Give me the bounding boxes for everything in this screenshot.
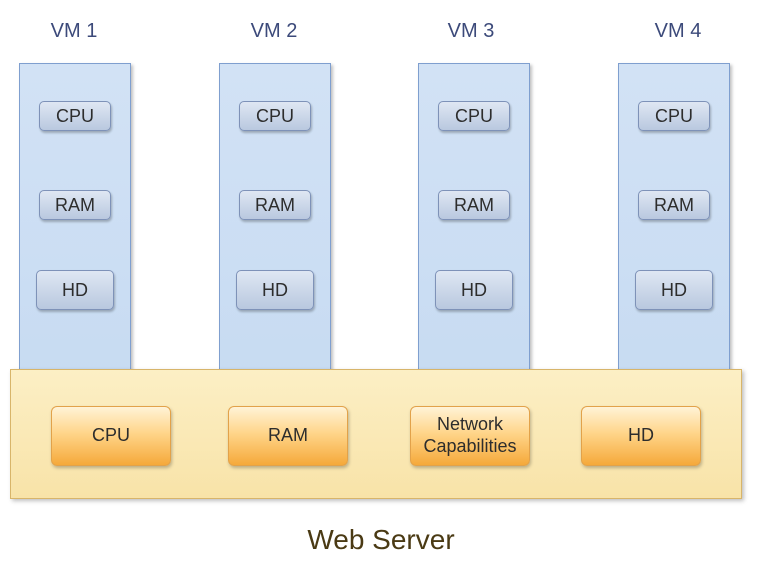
vm2-cpu-chip: CPU <box>239 101 311 131</box>
vm-column-2: CPU RAM HD <box>219 63 331 385</box>
vm3-ram-chip: RAM <box>438 190 510 220</box>
vm4-hd-chip: HD <box>635 270 713 310</box>
vm2-ram-chip: RAM <box>239 190 311 220</box>
vm1-hd-chip: HD <box>36 270 114 310</box>
vm-title-4: VM 4 <box>654 20 702 42</box>
vm3-cpu-chip: CPU <box>438 101 510 131</box>
vm3-hd-chip: HD <box>435 270 513 310</box>
vm1-cpu-chip: CPU <box>39 101 111 131</box>
vm-column-3: CPU RAM HD <box>418 63 530 385</box>
vm2-hd-chip: HD <box>236 270 314 310</box>
web-server-box: CPU RAM Network Capabilities HD <box>10 369 742 499</box>
vm-column-4: CPU RAM HD <box>618 63 730 385</box>
server-network-chip: Network Capabilities <box>410 406 530 466</box>
vm1-ram-chip: RAM <box>39 190 111 220</box>
server-cpu-chip: CPU <box>51 406 171 466</box>
web-server-label: Web Server <box>307 524 455 555</box>
vm-column-1: CPU RAM HD <box>19 63 131 385</box>
server-hd-chip: HD <box>581 406 701 466</box>
vm-title-2: VM 2 <box>250 20 298 42</box>
server-ram-chip: RAM <box>228 406 348 466</box>
vm4-ram-chip: RAM <box>638 190 710 220</box>
vm-title-1: VM 1 <box>50 20 98 42</box>
vm4-cpu-chip: CPU <box>638 101 710 131</box>
vm-title-3: VM 3 <box>447 20 495 42</box>
